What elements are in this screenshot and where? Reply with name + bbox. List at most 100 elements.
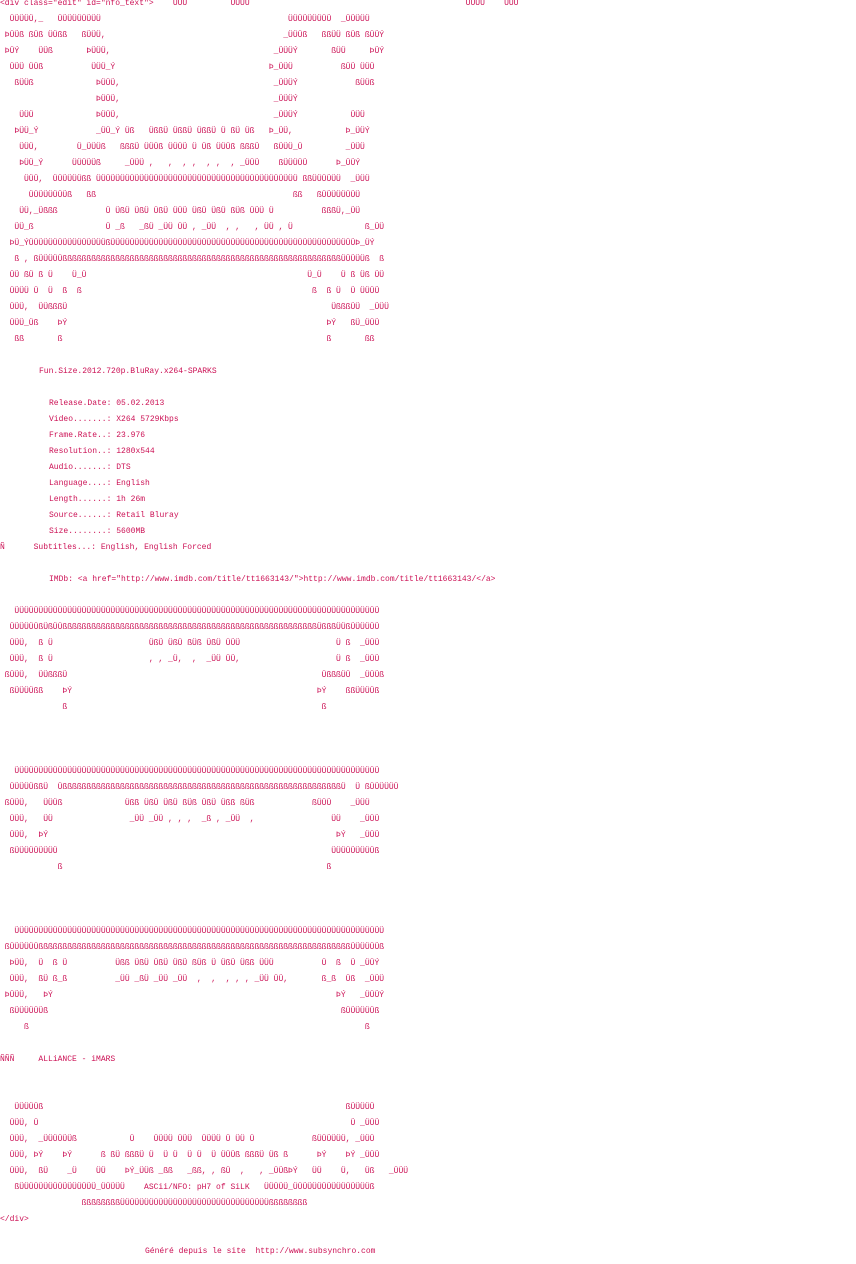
ascii-art-divider-line: ÜÜÜ, ß Ü , , _Ü, , _ÜÜ ÜÜ, Ü ß _ÜÜÜ bbox=[0, 655, 380, 664]
info-value: 5600MB bbox=[116, 527, 146, 536]
nfo-line bbox=[0, 912, 856, 928]
nfo-line: ßÜÜÜ, ÜÜßßßÜ ÜßßßÜÜ _ÜÜÜß bbox=[0, 672, 856, 688]
ascii-art-footer-line: ßÜÜÜÜÜÜÜÜÜÜÜÜÜÜÜÜ_ÜÜÜÜÜ ASCii/NFO: pH7 o… bbox=[0, 1183, 375, 1192]
nfo-line bbox=[0, 1088, 856, 1104]
nfo-line: ßßßßßßßßÜÜÜÜÜÜÜÜÜÜÜÜÜÜÜÜÜÜÜÜÜÜÜÜÜÜÜÜÜÜÜß… bbox=[0, 1200, 856, 1216]
nfo-line: ÜÜ ßÜ ß Ü Ü_Ü Ü_Ü Ü ß Üß ÜÜ bbox=[0, 272, 856, 288]
ascii-art-logo-line: ßß ß ß ßß bbox=[0, 335, 375, 344]
nfo-line: Resolution..: 1280x544 bbox=[0, 448, 856, 464]
info-value: DTS bbox=[116, 463, 131, 472]
nfo-line: ß ß bbox=[0, 704, 856, 720]
info-label: Frame.Rate..: bbox=[49, 431, 112, 440]
nfo-line: ÞÜÜ_Ý ÜÜÜÜÜß _ÜÜÜ , , , , , , , _ÜÜÜ ßÜÜ… bbox=[0, 160, 856, 176]
nfo-line: ÜÜÜÜÜÜÜÜß ßß ßß ßÜÜÜÜÜÜÜÜ bbox=[0, 192, 856, 208]
nfo-line: ÞÜÜ, Ü ß Ü Üßß ÜßÜ ÜßÜ ÜßÜ ßÜß Ü ÜßÜ Üßß… bbox=[0, 960, 856, 976]
info-label: Release.Date: bbox=[49, 399, 112, 408]
release-name: Fun.Size.2012.720p.BluRay.x264-SPARKS bbox=[39, 367, 217, 376]
footer-label: Généré depuis le site bbox=[145, 1247, 246, 1256]
nfo-line: ßÜÜÜÜÜÜß ßÜÜÜÜÜÜß bbox=[0, 1008, 856, 1024]
nfo-line: ÜÜÜ, ß Ü , , _Ü, , _ÜÜ ÜÜ, Ü ß _ÜÜÜ bbox=[0, 656, 856, 672]
nfo-line: </div> bbox=[0, 1216, 856, 1232]
info-label: Video.......: bbox=[49, 415, 112, 424]
ascii-art-divider-line: ßÜÜÜÜßß ÞÝ ÞÝ ßßÜÜÜÜß bbox=[0, 687, 380, 696]
ascii-art-logo-line: ÜÜÜÜ Ü Ü ß ß ß ß Ü Ü ÜÜÜÜ bbox=[0, 287, 380, 296]
ascii-art-logo-line: ÜÜ_ß Ü _ß _ßÜ _ÜÜ ÜÜ , _ÜÜ , , , ÜÜ , Ü … bbox=[0, 223, 385, 232]
ascii-art-divider-line: ÜÜÜÜÜßßÜ Üßßßßßßßßßßßßßßßßßßßßßßßßßßßßßß… bbox=[0, 783, 399, 792]
nfo-line: ÜÜÜÜÜß ßÜÜÜÜÜ bbox=[0, 1104, 856, 1120]
nfo-line: ÜÜÜ, ÞÝ ÞÝ _ÜÜÜ bbox=[0, 832, 856, 848]
nfo-line: Release.Date: 05.02.2013 bbox=[0, 400, 856, 416]
ascii-art-divider-line: ÜÜÜ, ÞÝ ÞÝ _ÜÜÜ bbox=[0, 831, 380, 840]
ascii-art-divider-line: ÜÜÜÜÜÜßÜßÜÜßßßßßßßßßßßßßßßßßßßßßßßßßßßßß… bbox=[0, 623, 380, 632]
ascii-art-logo-line: ÜÜÜ_Üß ÞÝ ÞÝ ßÜ_ÜÜÜ bbox=[0, 319, 380, 328]
nfo-line: Size........: 5600MB bbox=[0, 528, 856, 544]
group-prefix-glyph: ÑÑÑ bbox=[0, 1055, 15, 1064]
nfo-line: ÜÜÜÜÜÜÜÜÜÜÜÜÜÜÜÜÜÜÜÜÜÜÜÜÜÜÜÜÜÜÜÜÜÜÜÜÜÜÜÜ… bbox=[0, 608, 856, 624]
nfo-line: ÞÜÝ ÜÜß ÞÜÜÜ, _ÜÜÜÝ ßÜÜ ÞÜÝ bbox=[0, 48, 856, 64]
nfo-line bbox=[0, 880, 856, 896]
ascii-art-logo-line: ÜÜÜ, ÜÜÜÜÜÜßß ÜÜÜÜÜÜÜÜÜÜÜÜÜÜÜÜÜÜÜÜÜÜÜÜÜÜ… bbox=[0, 175, 370, 184]
info-value: English bbox=[116, 479, 150, 488]
ascii-art-footer-line: ßßßßßßßßÜÜÜÜÜÜÜÜÜÜÜÜÜÜÜÜÜÜÜÜÜÜÜÜÜÜÜÜÜÜÜß… bbox=[0, 1199, 308, 1208]
nfo-line bbox=[0, 384, 856, 400]
nfo-line: Fun.Size.2012.720p.BluRay.x264-SPARKS bbox=[0, 368, 856, 384]
nfo-line: ÜÜÜ, ßÜ _Ü ÜÜ ÞÝ_ÜÜß _ßß _ßß, , ßÜ , , _… bbox=[0, 1168, 856, 1184]
ascii-art-logo-line: ÞÜÜÜ, _ÜÜÜÝ bbox=[0, 95, 298, 104]
nfo-line: ÜÜÜ_Üß ÞÝ ÞÝ ßÜ_ÜÜÜ bbox=[0, 320, 856, 336]
info-value: 23.976 bbox=[116, 431, 146, 440]
open-div-tag: <div class="edit" id="nfo_text"> bbox=[0, 0, 154, 8]
nfo-line: ÜÜÜ, ßÜ ß_ß _ÜÜ _ßÜ _ÜÜ _ÜÜ , , , , , _Ü… bbox=[0, 976, 856, 992]
nfo-line: ßß ß ß ßß bbox=[0, 336, 856, 352]
nfo-line: Généré depuis le site http://www.subsync… bbox=[0, 1248, 856, 1264]
ascii-art-divider-line: ÜÜÜ, ß Ü ÜßÜ ÜßÜ ßÜß ÜßÜ ÜÜÜ Ü ß _ÜÜÜ bbox=[0, 639, 380, 648]
group-name: ALLiANCE - iMARS bbox=[38, 1055, 116, 1064]
nfo-line: ßÜÜÜ, ÜÜÜß Üßß ÜßÜ ÜßÜ ßÜß ÜßÜ Üßß ßÜß ß… bbox=[0, 800, 856, 816]
footer-url-link[interactable]: http://www.subsynchro.com bbox=[255, 1247, 376, 1256]
info-label: Resolution..: bbox=[49, 447, 112, 456]
ascii-art-divider-line: ß ß bbox=[0, 703, 327, 712]
spacer bbox=[14, 1055, 38, 1064]
nfo-line bbox=[0, 720, 856, 736]
nfo-line: ßÜÜÜÜÜÜßßßßßßßßßßßßßßßßßßßßßßßßßßßßßßßßß… bbox=[0, 944, 856, 960]
nfo-line: Ñ Subtitles...: English, English Forced bbox=[0, 544, 856, 560]
nfo-line bbox=[0, 352, 856, 368]
ascii-art-logo-line: ß , ßÜÜÜÜÜßßßßßßßßßßßßßßßßßßßßßßßßßßßßßß… bbox=[0, 255, 385, 264]
ascii-art-logo-line: ÜÜÜÜÜ,_ ÜÜÜÜÜÜÜÜÜ ÜÜÜÜÜÜÜÜÜ _ÜÜÜÜÜ bbox=[0, 15, 370, 24]
ascii-art-divider-line: ÜÜÜ, ßÜ ß_ß _ÜÜ _ßÜ _ÜÜ _ÜÜ , , , , , _Ü… bbox=[0, 975, 385, 984]
nfo-line: Video.......: X264 5729Kbps bbox=[0, 416, 856, 432]
nfo-line: ÞÜÜß ßÜß ÜÜßß ßÜÜÜ, _ÜÜÜß ßßÜÜ ßÜß ßÜÜÝ bbox=[0, 32, 856, 48]
nfo-line bbox=[0, 1040, 856, 1056]
nfo-line bbox=[0, 592, 856, 608]
nfo-line: ÜÜÜ ÞÜÜÜ, _ÜÜÜÝ ÜÜÜ bbox=[0, 112, 856, 128]
nfo-line: ÜÜÜÜÜ,_ ÜÜÜÜÜÜÜÜÜ ÜÜÜÜÜÜÜÜÜ _ÜÜÜÜÜ bbox=[0, 16, 856, 32]
nfo-line: ÜÜÜ, ß Ü ÜßÜ ÜßÜ ßÜß ÜßÜ ÜÜÜ Ü ß _ÜÜÜ bbox=[0, 640, 856, 656]
ascii-art-divider-line: ß ß bbox=[0, 863, 332, 872]
nfo-line: ßÜÜÜÜÜÜÜÜÜ ÜÜÜÜÜÜÜÜÜß bbox=[0, 848, 856, 864]
nfo-line: ß , ßÜÜÜÜÜßßßßßßßßßßßßßßßßßßßßßßßßßßßßßß… bbox=[0, 256, 856, 272]
nfo-line: ßÜÜÜÜßß ÞÝ ÞÝ ßßÜÜÜÜß bbox=[0, 688, 856, 704]
ascii-art-logo-line: ÜÜ ßÜ ß Ü Ü_Ü Ü_Ü Ü ß Üß ÜÜ bbox=[0, 271, 385, 280]
ascii-art-divider-line: ß ß bbox=[0, 1023, 370, 1032]
ascii-art-logo-line: ÞÜÝ ÜÜß ÞÜÜÜ, _ÜÜÜÝ ßÜÜ ÞÜÝ bbox=[0, 47, 385, 56]
close-div-tag: </div> bbox=[0, 1215, 29, 1224]
ascii-art-divider-line: ÜÜÜÜÜÜÜÜÜÜÜÜÜÜÜÜÜÜÜÜÜÜÜÜÜÜÜÜÜÜÜÜÜÜÜÜÜÜÜÜ… bbox=[0, 927, 385, 936]
info-label: Language....: bbox=[49, 479, 112, 488]
nfo-line: ÜÜÜÜÜÜÜÜÜÜÜÜÜÜÜÜÜÜÜÜÜÜÜÜÜÜÜÜÜÜÜÜÜÜÜÜÜÜÜÜ… bbox=[0, 768, 856, 784]
info-label: Audio.......: bbox=[49, 463, 112, 472]
nfo-line: IMDb: <a href="http://www.imdb.com/title… bbox=[0, 576, 856, 592]
info-value: 1280x544 bbox=[116, 447, 155, 456]
info-label: Size........: bbox=[49, 527, 112, 536]
nfo-line: ÜÜÜ, _ÜÜÜÜÜÜß Ü ÜÜÜÜ ÜÜÜ ÜÜÜÜ Ü ÜÜ Ü ßÜÜ… bbox=[0, 1136, 856, 1152]
nfo-line: Source......: Retail Bluray bbox=[0, 512, 856, 528]
ascii-art-divider-line: ßÜÜÜ, ÜÜßßßÜ ÜßßßÜÜ _ÜÜÜß bbox=[0, 671, 385, 680]
nfo-line: Frame.Rate..: 23.976 bbox=[0, 432, 856, 448]
nfo-line: Audio.......: DTS bbox=[0, 464, 856, 480]
nfo-line: ßÜÜÜÜÜÜÜÜÜÜÜÜÜÜÜÜ_ÜÜÜÜÜ ASCii/NFO: pH7 o… bbox=[0, 1184, 856, 1200]
ascii-art-logo-line: ÜÜÜÜÜÜÜÜß ßß ßß ßÜÜÜÜÜÜÜÜ bbox=[0, 191, 361, 200]
nfo-line: ÜÜÜ ÜÜß ÜÜÜ_Ý Þ_ÜÜÜ ßÜÜ ÜÜÜ bbox=[0, 64, 856, 80]
nfo-line: ÞÜÜÜ, _ÜÜÜÝ bbox=[0, 96, 856, 112]
nfo-line: ÞÜÜÜ, ÞÝ ÞÝ _ÜÜÜÝ bbox=[0, 992, 856, 1008]
ascii-art-footer-line: ÜÜÜ, ÞÝ ÞÝ ß ßÜ ßßßÜ Ü Ü Ü Ü Ü Ü ÜÜÜß ßß… bbox=[0, 1151, 380, 1160]
ascii-art-logo-line: ÞÜÜß ßÜß ÜÜßß ßÜÜÜ, _ÜÜÜß ßßÜÜ ßÜß ßÜÜÝ bbox=[0, 31, 385, 40]
nfo-line: ßÜÜß ÞÜÜÜ, _ÜÜÜÝ ßÜÜß bbox=[0, 80, 856, 96]
